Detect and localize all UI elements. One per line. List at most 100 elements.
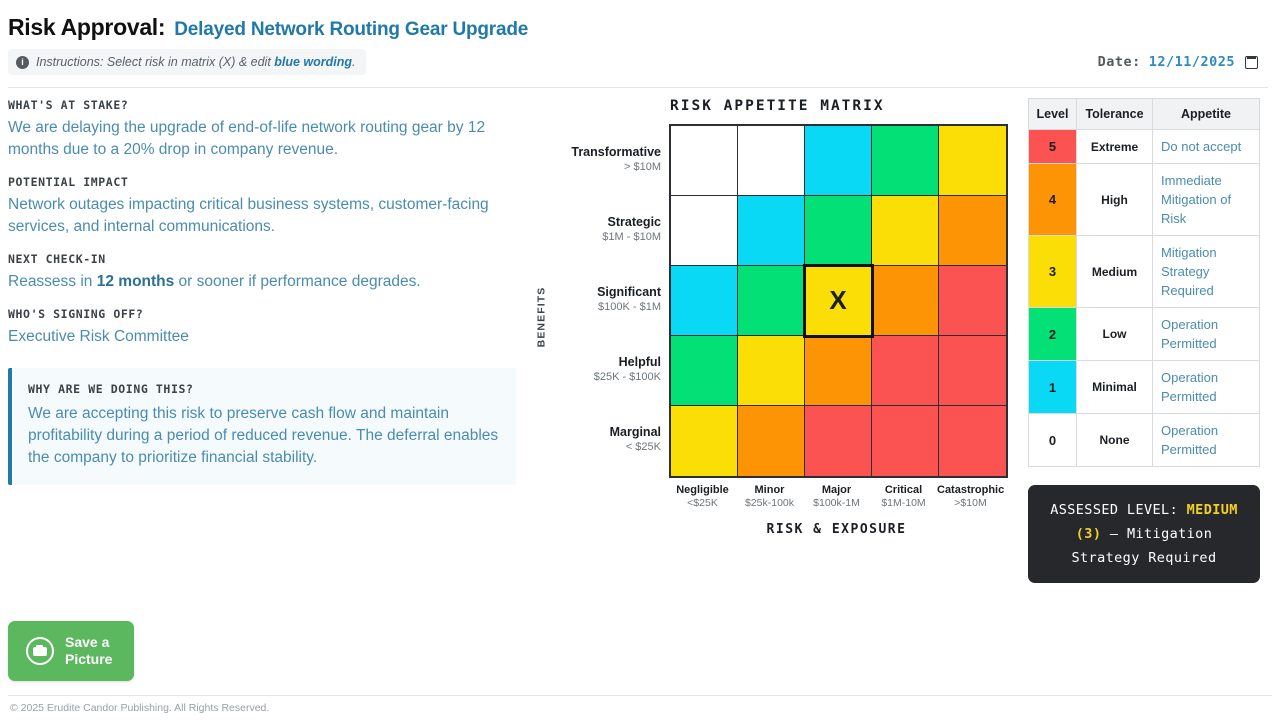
legend-appetite[interactable]: Operation Permitted <box>1152 360 1260 414</box>
legend-level-swatch: 0 <box>1028 413 1077 467</box>
matrix-col-name: Major <box>821 484 852 496</box>
save-picture-label: Save a Picture <box>65 634 113 667</box>
instructions-highlight: blue wording <box>274 55 353 69</box>
matrix-cell-r2-c2[interactable]: X <box>803 264 874 338</box>
matrix-cell-r0-c4[interactable] <box>939 126 1006 196</box>
why-box: WHY ARE WE DOING THIS? We are accepting … <box>8 368 516 485</box>
field-label-impact: POTENTIAL IMPACT <box>8 175 129 189</box>
matrix-row-range: $100K - $1M <box>598 300 661 313</box>
matrix-col-name: Minor <box>754 484 785 496</box>
matrix-row-name: Strategic <box>607 214 662 229</box>
matrix-row-label: Helpful$25K - $100K <box>552 334 669 404</box>
assessed-prefix: ASSESSED LEVEL: <box>1050 502 1187 518</box>
legend-appetite[interactable]: Immediate Mitigation of Risk <box>1152 163 1260 236</box>
matrix-wrap: BENEFITS Transformative> $10M Strategic $1… <box>530 124 1028 510</box>
legend-tolerance: Extreme <box>1076 129 1153 164</box>
date-input[interactable]: 12/11/2025 <box>1148 54 1235 70</box>
matrix-cell-r4-c0[interactable] <box>671 406 738 476</box>
matrix-cell-r1-c1[interactable] <box>738 196 805 266</box>
save-picture-button[interactable]: Save a Picture <box>8 621 135 681</box>
matrix-cell-r3-c0[interactable] <box>671 336 738 406</box>
assessed-level-number: (3) <box>1075 526 1102 542</box>
summary-panel: WHAT'S AT STAKE? We are delaying the upg… <box>0 98 530 583</box>
field-value-stake[interactable]: We are delaying the upgrade of end-of-li… <box>8 119 486 158</box>
matrix-cell-r4-c2[interactable] <box>805 406 872 476</box>
matrix-cell-r1-c0[interactable] <box>671 196 738 266</box>
risk-axis-label: RISK & EXPOSURE <box>766 522 907 537</box>
legend-header-tolerance: Tolerance <box>1076 98 1153 130</box>
risk-matrix-panel: RISK APPETITE MATRIX BENEFITS Transforma… <box>530 98 1028 583</box>
matrix-col-label: Critical$1M-10M <box>870 484 937 510</box>
matrix-cell-r0-c3[interactable] <box>872 126 939 196</box>
instructions-text: Instructions: Select risk in matrix (X) … <box>36 55 356 69</box>
matrix-cell-r3-c3[interactable] <box>872 336 939 406</box>
assessed-text: Mitigation Strategy Required <box>1071 526 1217 566</box>
calendar-icon[interactable] <box>1245 55 1258 69</box>
legend-tolerance: None <box>1076 413 1153 467</box>
matrix-cell-r4-c3[interactable] <box>872 406 939 476</box>
matrix-cell-r2-c4[interactable] <box>939 266 1006 336</box>
matrix-col-name: Negligible <box>676 484 729 496</box>
matrix-cell-r4-c1[interactable] <box>738 406 805 476</box>
instructions-prefix: Instructions: Select risk in matrix (X) … <box>36 55 275 69</box>
legend-appetite[interactable]: Operation Permitted <box>1152 413 1260 467</box>
legend-appetite[interactable]: Mitigation Strategy Required <box>1152 235 1260 308</box>
instructions-suffix: . <box>352 55 356 69</box>
field-value-checkin[interactable]: Reassess in 12 months or sooner if perfo… <box>8 271 516 293</box>
matrix-row-range: > $10M <box>624 160 661 173</box>
matrix-cell-r0-c2[interactable] <box>805 126 872 196</box>
matrix-title: RISK APPETITE MATRIX <box>670 98 885 114</box>
field-value-signoff[interactable]: Executive Risk Committee <box>8 328 189 345</box>
checkin-bold: 12 months <box>96 273 175 290</box>
legend-tolerance: High <box>1076 163 1153 236</box>
matrix-row-name: Significant <box>597 284 661 299</box>
matrix-cell-r0-c1[interactable] <box>738 126 805 196</box>
legend-level-swatch: 3 <box>1028 235 1077 308</box>
matrix-cell-r3-c4[interactable] <box>939 336 1006 406</box>
matrix-cell-r1-c4[interactable] <box>939 196 1006 266</box>
page-title: Risk Approval: <box>8 14 166 40</box>
instructions-row: i Instructions: Select risk in matrix (X… <box>8 49 1268 75</box>
selected-risk-marker: X <box>829 285 847 315</box>
matrix-grid[interactable]: X <box>669 124 1008 478</box>
copyright-text: © 2025 Erudite Candor Publishing. All Ri… <box>10 702 270 714</box>
matrix-cell-r2-c3[interactable] <box>872 266 939 336</box>
matrix-col-range: <$25K <box>687 497 718 509</box>
field-label-stake: WHAT'S AT STAKE? <box>8 98 129 112</box>
legend-level-swatch: 5 <box>1028 129 1077 164</box>
legend-tolerance: Minimal <box>1076 360 1153 414</box>
page-subtitle[interactable]: Delayed Network Routing Gear Upgrade <box>174 19 529 40</box>
matrix-cell-r3-c1[interactable] <box>738 336 805 406</box>
matrix-col-range: >$10M <box>954 497 987 509</box>
why-value[interactable]: We are accepting this risk to preserve c… <box>28 405 499 466</box>
assessed-level-name: MEDIUM <box>1186 502 1238 518</box>
matrix-cell-r0-c0[interactable] <box>671 126 738 196</box>
legend-appetite[interactable]: Operation Permitted <box>1152 307 1260 361</box>
matrix-cell-r1-c2[interactable] <box>805 196 872 266</box>
matrix-cell-r2-c0[interactable] <box>671 266 738 336</box>
benefits-axis-text: BENEFITS <box>535 286 548 348</box>
assessed-level-box: ASSESSED LEVEL: MEDIUM (3) — Mitigation … <box>1028 485 1260 583</box>
assessed-separator: — <box>1101 526 1127 542</box>
matrix-col-label: Major$100k-1M <box>803 484 870 510</box>
header-divider <box>8 87 1268 88</box>
matrix-col-range: $100k-1M <box>813 497 860 509</box>
legend-header-appetite: Appetite <box>1152 98 1260 130</box>
footer-divider <box>8 695 1272 696</box>
legend-appetite[interactable]: Do not accept <box>1152 129 1260 164</box>
matrix-cell-r1-c3[interactable] <box>872 196 939 266</box>
matrix-row-label: Transformative> $10M <box>552 124 669 194</box>
matrix-row-name: Transformative <box>571 144 661 159</box>
date-block[interactable]: Date: 12/11/2025 <box>1098 54 1258 70</box>
field-value-impact[interactable]: Network outages impacting critical busin… <box>8 196 489 235</box>
matrix-cell-r4-c4[interactable] <box>939 406 1006 476</box>
matrix-cell-r3-c2[interactable] <box>805 336 872 406</box>
checkin-post: or sooner if performance degrades. <box>174 273 421 290</box>
matrix-col-range: $1M-10M <box>881 497 926 509</box>
matrix-cell-r2-c1[interactable] <box>738 266 805 336</box>
